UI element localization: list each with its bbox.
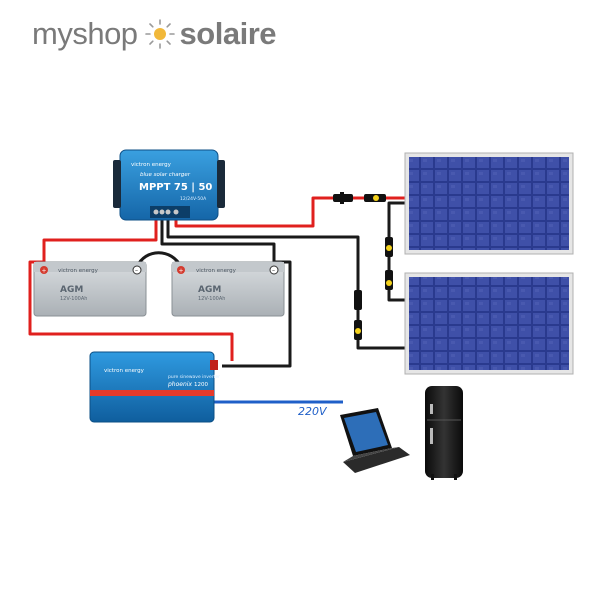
controller-terminals — [153, 209, 179, 215]
fridge-icon — [425, 386, 463, 480]
pv-negative-wire — [166, 216, 411, 350]
connector-low-upper — [354, 290, 362, 310]
controller-subtitle: blue solar charger — [140, 172, 191, 178]
inverter-brand: victron energy — [104, 368, 145, 374]
charge-controller: victron energy blue solar charger MPPT 7… — [113, 149, 225, 221]
inverter-line1: pure sinewave inverter — [168, 374, 220, 380]
ac-voltage-label: 220V — [298, 405, 328, 418]
battery-right-brand: victron energy — [196, 268, 237, 274]
battery-left-type: AGM — [60, 285, 83, 295]
controller-model: MPPT 75 | 50 — [139, 182, 212, 193]
battery-right-spec: 12V-100Ah — [198, 296, 225, 302]
battery-left: + – victron energy AGM 12V-100Ah — [33, 261, 147, 317]
connector-mid-lower — [385, 270, 393, 290]
battery-left-spec: 12V-100Ah — [60, 296, 87, 302]
controller-brand: victron energy — [131, 162, 172, 168]
inverter: victron energy pure sinewave inverter ph… — [89, 351, 220, 423]
solar-panel-bottom — [404, 272, 574, 375]
inverter-line2: phoenix — [167, 381, 192, 388]
battery-left-brand: victron energy — [58, 268, 99, 274]
battery-positive-wire — [42, 216, 158, 262]
laptop-icon — [340, 408, 410, 473]
svg-text:–: – — [272, 268, 275, 275]
svg-text:+: + — [42, 268, 47, 275]
logo-text-solaire: solaire — [179, 16, 277, 51]
svg-text:+: + — [179, 268, 184, 275]
battery-right: + – victron energy AGM 12V-100Ah — [171, 261, 285, 317]
battery-right-type: AGM — [198, 285, 221, 295]
controller-spec: 12/24V-50A — [180, 196, 207, 202]
mc4-connectors — [333, 192, 393, 340]
inverter-model: 1200 — [194, 382, 208, 388]
solar-panel-top — [404, 152, 574, 255]
connector-mid-upper — [385, 237, 393, 257]
sun-icon — [144, 19, 175, 49]
svg-text:–: – — [135, 268, 138, 275]
brand-logo: myshop solaire — [32, 12, 277, 56]
battery-negative-wire — [160, 216, 276, 262]
connector-top-left — [333, 192, 353, 204]
logo-text-myshop: myshop — [32, 16, 138, 51]
connector-top-right — [364, 194, 386, 202]
connector-low-lower — [354, 320, 362, 340]
